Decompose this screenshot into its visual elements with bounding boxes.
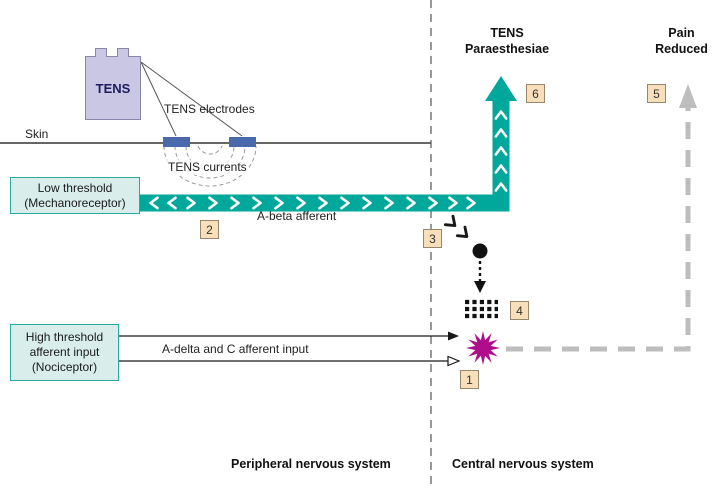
projection-neuron-star bbox=[466, 331, 500, 365]
pain-pathway-dashed-line bbox=[506, 106, 691, 352]
interneuron-arrowhead bbox=[474, 281, 486, 293]
a-delta-arrowhead bbox=[448, 331, 459, 341]
tens-device: TENS bbox=[85, 48, 141, 120]
low-threshold-mechanoreceptor-box: Low threshold (Mechanoreceptor) bbox=[10, 177, 140, 214]
tens-device-terminal-left bbox=[95, 48, 107, 57]
synapse-dot-grid bbox=[465, 299, 498, 319]
pain-reduced-label: Pain Reduced bbox=[655, 26, 708, 56]
tens-device-terminal-right bbox=[117, 48, 129, 57]
electrode-wires bbox=[140, 61, 243, 137]
nociceptor-input-lines bbox=[119, 335, 448, 362]
step-marker-6: 6 bbox=[526, 84, 545, 103]
a-beta-band-arrowhead bbox=[485, 76, 517, 101]
step-marker-1: 1 bbox=[460, 370, 479, 389]
step-marker-4: 4 bbox=[510, 301, 529, 320]
skin-label: Skin bbox=[25, 127, 49, 141]
electrode-right bbox=[229, 137, 256, 147]
central-nervous-system-label: Central nervous system bbox=[452, 457, 594, 471]
high-threshold-nociceptor-box: High threshold afferent input (Nocicepto… bbox=[10, 324, 119, 381]
electrode-left bbox=[163, 137, 190, 147]
c-fibre-open-arrowhead bbox=[447, 355, 461, 367]
tens-paraesthesiae-label: TENS Paraesthesiae bbox=[464, 26, 550, 56]
pain-pathway-arrowhead bbox=[679, 84, 697, 108]
band-branch-chevrons bbox=[443, 214, 473, 243]
step-marker-5: 5 bbox=[647, 84, 666, 103]
tens-currents-label: TENS currents bbox=[166, 160, 249, 175]
inhibitory-interneuron bbox=[472, 243, 488, 259]
tens-electrodes-label: TENS electrodes bbox=[164, 102, 255, 116]
step-marker-3: 3 bbox=[423, 229, 442, 248]
a-beta-afferent-label: A-beta afferent bbox=[257, 209, 337, 223]
peripheral-nervous-system-label: Peripheral nervous system bbox=[231, 457, 391, 471]
tens-device-label: TENS bbox=[95, 80, 131, 96]
step-marker-2: 2 bbox=[200, 220, 219, 239]
a-delta-c-afferent-label: A-delta and C afferent input bbox=[162, 342, 309, 356]
